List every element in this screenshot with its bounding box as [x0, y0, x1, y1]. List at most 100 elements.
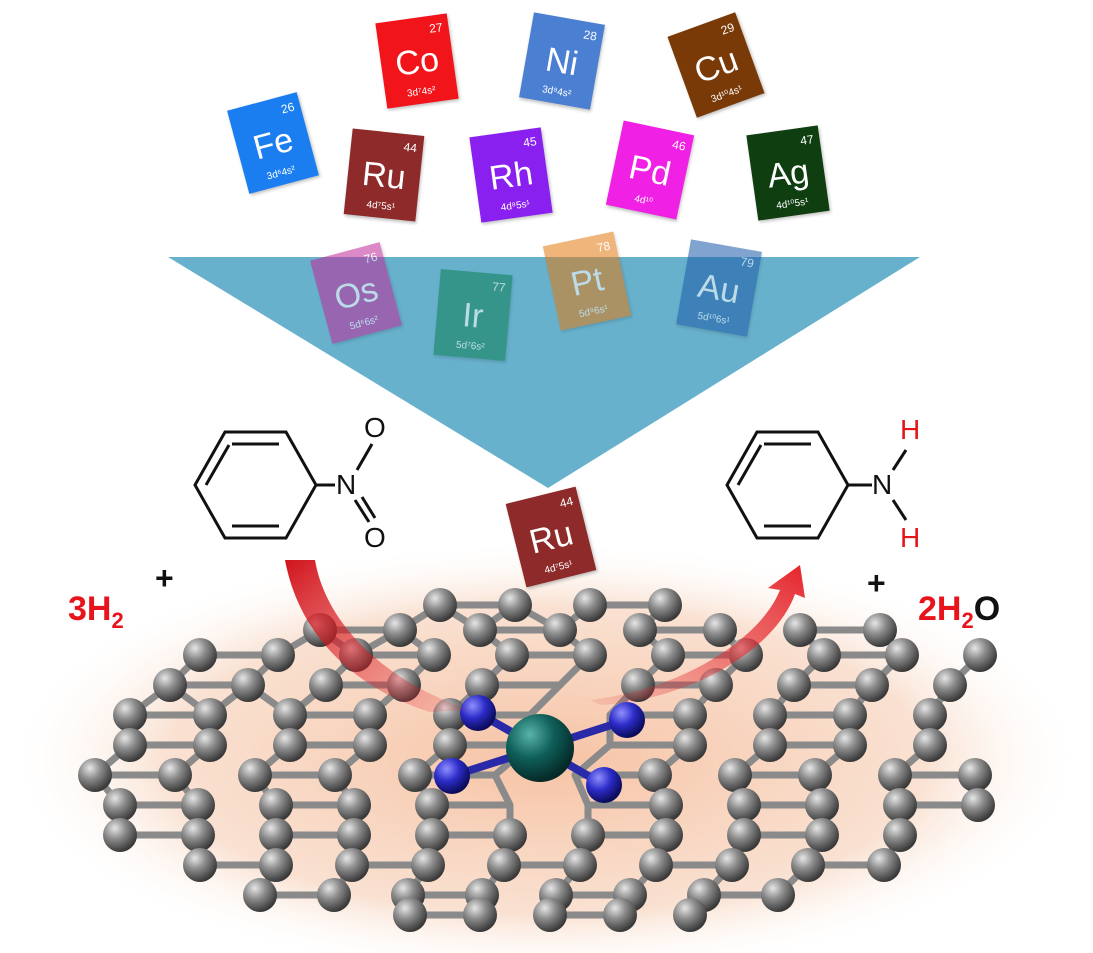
- carbon-atom: [309, 668, 343, 702]
- carbon-atom: [259, 818, 293, 852]
- carbon-atom: [463, 613, 497, 647]
- carbon-atom: [337, 818, 371, 852]
- carbon-atom: [543, 613, 577, 647]
- carbon-atom: [777, 668, 811, 702]
- hydrogen-coefficient: 3: [68, 590, 87, 628]
- carbon-atom: [411, 848, 445, 882]
- carbon-atom: [423, 588, 457, 622]
- carbon-atom: [718, 758, 752, 792]
- carbon-atom: [798, 758, 832, 792]
- carbon-atom: [383, 613, 417, 647]
- carbon-atom: [673, 898, 707, 932]
- carbon-atom: [783, 613, 817, 647]
- carbon-atom: [398, 758, 432, 792]
- element-tile-ag: 47 Ag 4d¹⁰5s¹: [746, 125, 830, 221]
- carbon-atom: [649, 818, 683, 852]
- carbon-atom: [393, 898, 427, 932]
- carbon-atom: [638, 758, 672, 792]
- carbon-atom: [259, 788, 293, 822]
- carbon-atom: [855, 668, 889, 702]
- carbon-atom: [465, 668, 499, 702]
- carbon-atom: [415, 818, 449, 852]
- carbon-atom: [623, 613, 657, 647]
- carbon-atom: [261, 638, 295, 672]
- carbon-atom: [649, 788, 683, 822]
- graphene-bond: [526, 681, 564, 719]
- hydrogen-reagent: 3H2: [68, 590, 124, 634]
- carbon-atom: [193, 698, 227, 732]
- water-subscript: 2: [961, 607, 974, 633]
- carbon-atom: [753, 728, 787, 762]
- carbon-atom: [183, 638, 217, 672]
- carbon-atom: [715, 848, 749, 882]
- product-plus: +: [867, 565, 886, 601]
- carbon-atom: [963, 638, 997, 672]
- amine-n-label: N: [872, 469, 893, 500]
- nitrogen-atom: [609, 702, 645, 738]
- carbon-atom: [727, 788, 761, 822]
- carbon-atom: [415, 788, 449, 822]
- carbon-atom: [318, 758, 352, 792]
- carbon-atom: [113, 728, 147, 762]
- carbon-atom: [193, 728, 227, 762]
- carbon-atom: [648, 588, 682, 622]
- carbon-atom: [639, 848, 673, 882]
- carbon-atom: [863, 613, 897, 647]
- carbon-atom: [753, 698, 787, 732]
- ruthenium-atom: [506, 714, 574, 782]
- carbon-atom: [183, 848, 217, 882]
- carbon-atom: [883, 788, 917, 822]
- carbon-atom: [113, 698, 147, 732]
- carbon-atom: [181, 818, 215, 852]
- water-h-symbol: H: [936, 590, 962, 628]
- carbon-atom: [563, 848, 597, 882]
- carbon-atom: [493, 818, 527, 852]
- element-tile-ni: 28 Ni 3d⁸4s²: [519, 12, 605, 110]
- element-tile-rh: 45 Rh 4d⁸5s¹: [469, 127, 553, 223]
- carbon-atom: [533, 898, 567, 932]
- element-tile-co: 27 Co 3d⁷4s²: [375, 13, 459, 109]
- metal-n4-site: [434, 695, 645, 803]
- carbon-atom: [805, 788, 839, 822]
- carbon-atom: [867, 848, 901, 882]
- reactant-plus: +: [155, 560, 174, 596]
- carbon-atom: [78, 758, 112, 792]
- carbon-atom: [433, 728, 467, 762]
- reactant-arrow: [285, 560, 470, 712]
- water-coefficient: 2: [918, 590, 937, 628]
- carbon-atom: [833, 728, 867, 762]
- carbon-atom: [153, 668, 187, 702]
- carbon-atom: [958, 758, 992, 792]
- hydrogen-symbol: H: [86, 590, 112, 628]
- product-arrow: [590, 565, 805, 705]
- carbon-atom: [727, 818, 761, 852]
- graphene-sheet: [78, 588, 997, 932]
- carbon-atom: [673, 698, 707, 732]
- element-tile-au: 79 Au 5d¹⁰6s¹: [676, 239, 762, 337]
- nitro-n-label: N: [336, 469, 357, 500]
- aniline-structure: [725, 430, 908, 540]
- carbon-atom: [181, 788, 215, 822]
- carbon-atom: [158, 758, 192, 792]
- carbon-atom: [833, 698, 867, 732]
- carbon-atom: [791, 848, 825, 882]
- carbon-atom: [273, 728, 307, 762]
- carbon-atom: [463, 898, 497, 932]
- nitro-o-top-label: O: [364, 412, 386, 443]
- carbon-atom: [259, 848, 293, 882]
- carbon-atom: [238, 758, 272, 792]
- nitro-o-bottom-label: O: [364, 522, 386, 553]
- graphene-bond: [491, 771, 514, 809]
- carbon-atom: [573, 588, 607, 622]
- carbon-atom: [353, 728, 387, 762]
- carbon-atom: [703, 613, 737, 647]
- carbon-atom: [807, 638, 841, 672]
- nitrogen-atom: [434, 758, 470, 794]
- graphene-atoms: [78, 588, 997, 932]
- carbon-atom: [317, 878, 351, 912]
- carbon-atom: [878, 758, 912, 792]
- nitrogen-atom: [460, 695, 496, 731]
- carbon-atom: [417, 638, 451, 672]
